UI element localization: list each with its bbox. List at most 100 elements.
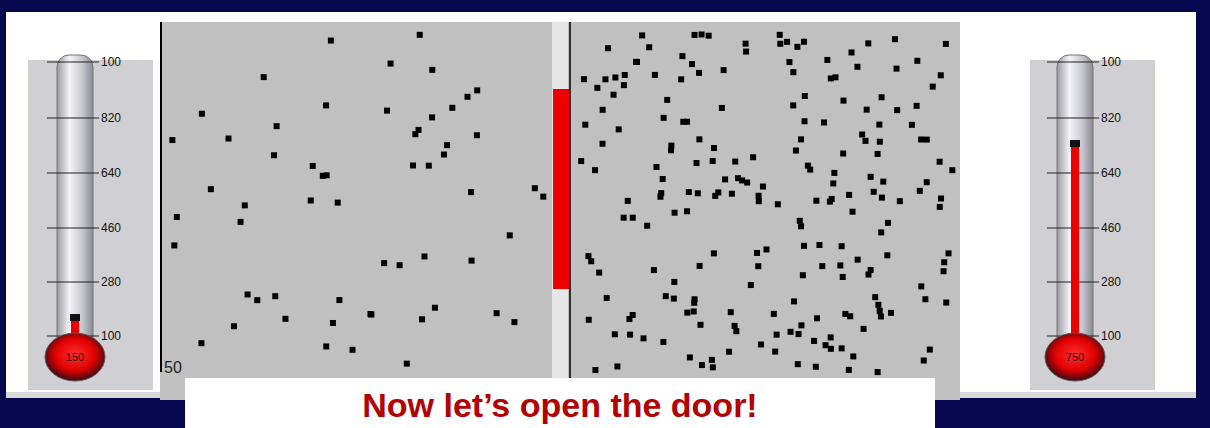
particle — [863, 138, 869, 144]
particle — [744, 180, 750, 186]
particle — [855, 257, 861, 263]
particle — [384, 108, 390, 114]
particle — [586, 317, 592, 323]
particle — [861, 326, 867, 332]
particle — [686, 189, 692, 195]
particle — [878, 229, 884, 235]
particle — [938, 72, 944, 78]
particle — [605, 45, 611, 51]
particle — [397, 262, 403, 268]
particles — [169, 31, 955, 375]
particle — [388, 61, 394, 67]
particle — [274, 123, 280, 129]
particle — [796, 331, 802, 337]
chamber-wall — [569, 22, 571, 400]
particle — [943, 300, 949, 306]
particle — [320, 173, 326, 179]
particle — [630, 215, 636, 221]
particle — [797, 218, 803, 224]
particle — [794, 44, 800, 50]
particle — [849, 49, 855, 55]
particle — [582, 122, 588, 128]
particle — [622, 72, 628, 78]
scale-label: 460 — [1101, 222, 1121, 234]
particle — [827, 199, 833, 205]
particle — [710, 158, 716, 164]
particle — [633, 59, 639, 65]
particle — [711, 250, 717, 256]
particle — [328, 38, 334, 44]
particle — [750, 154, 756, 160]
particle — [798, 136, 804, 142]
particle — [644, 223, 650, 229]
scale-tick — [1047, 61, 1099, 62]
particle — [474, 87, 480, 93]
particle — [839, 243, 845, 249]
scale-tick — [1047, 117, 1099, 118]
thermometer-tube — [57, 55, 93, 355]
particle — [774, 332, 780, 338]
particle — [875, 302, 881, 308]
particle — [323, 102, 329, 108]
particle — [814, 315, 820, 321]
particle — [671, 279, 677, 285]
particle — [914, 103, 920, 109]
particle — [441, 152, 447, 158]
particle — [777, 32, 783, 38]
particle — [879, 195, 885, 201]
particle — [630, 312, 636, 318]
particle — [336, 297, 342, 303]
particle — [429, 114, 435, 120]
particle — [828, 75, 834, 81]
particle — [719, 105, 725, 111]
particle — [795, 361, 801, 367]
particle — [653, 164, 659, 170]
particle — [540, 194, 546, 200]
particle — [634, 59, 640, 65]
particle — [937, 204, 943, 210]
particle — [715, 189, 721, 195]
particle — [946, 250, 952, 256]
particle — [876, 122, 882, 128]
particle — [511, 319, 517, 325]
scale-label: 280 — [1101, 276, 1121, 288]
particle — [813, 198, 819, 204]
particle — [839, 345, 845, 351]
particle — [706, 33, 712, 39]
temperature-reading: 150 — [66, 352, 84, 363]
particle — [691, 300, 697, 306]
particle — [261, 74, 267, 80]
particle — [868, 267, 874, 273]
particle — [693, 160, 699, 166]
particle — [924, 179, 930, 185]
particle — [596, 270, 602, 276]
particle — [801, 243, 807, 249]
particle — [208, 186, 214, 192]
particle — [449, 105, 455, 111]
scale-label: 640 — [101, 167, 121, 179]
particle — [819, 263, 825, 269]
particle — [894, 66, 900, 72]
scale-tick — [47, 172, 99, 173]
mercury-column — [1071, 146, 1079, 345]
particle — [657, 194, 663, 200]
particle — [432, 305, 438, 311]
scale-label: 820 — [101, 112, 121, 124]
particle — [784, 39, 790, 45]
hot-chamber — [568, 22, 960, 400]
particle — [612, 74, 618, 80]
particle — [864, 107, 870, 113]
particle — [871, 189, 877, 195]
particle — [918, 137, 924, 143]
particle — [169, 137, 175, 143]
particle — [711, 145, 717, 151]
thermometer-bulb — [45, 333, 105, 381]
particle — [811, 338, 817, 344]
particle — [777, 41, 783, 47]
door — [553, 89, 569, 289]
particle — [594, 85, 600, 91]
particle — [821, 119, 827, 125]
particle — [612, 331, 618, 337]
particle — [927, 347, 933, 353]
scale-label: 280 — [101, 276, 121, 288]
